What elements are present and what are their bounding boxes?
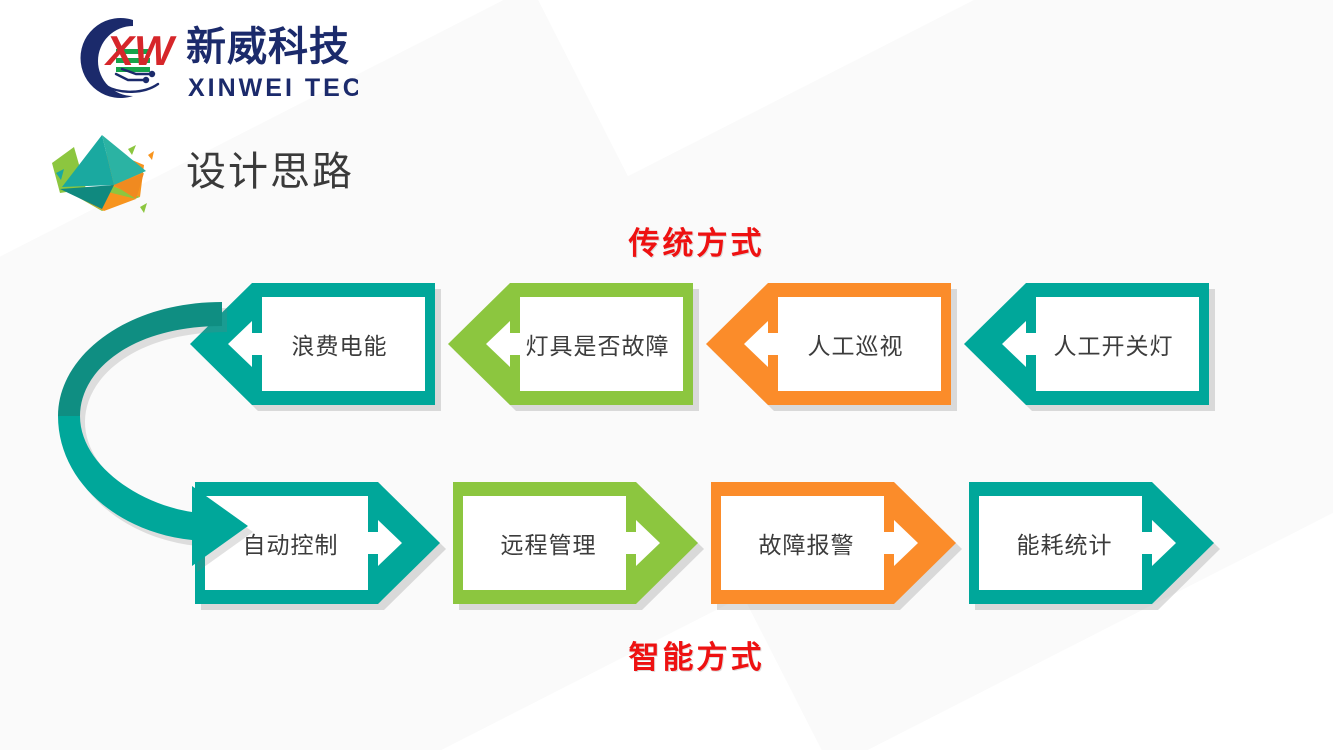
page-title-text: 设计思路 <box>186 150 354 194</box>
right-arrow-icon <box>884 520 918 566</box>
curved-loop-arrow-icon <box>58 302 292 586</box>
smart-caption: 智能方式 <box>628 640 765 675</box>
traditional-caption: 传统方式 <box>628 226 765 261</box>
company-logo: XW 新威科技 XINWEI TECH <box>58 12 358 104</box>
smart-flow-row: 自动控制 远程管理 故障报警 <box>195 482 1255 610</box>
flow-step-waste-energy[interactable]: 浪费电能 <box>190 283 441 411</box>
flow-step-manual-patrol[interactable]: 人工巡视 <box>706 283 957 411</box>
svg-text:XW: XW <box>104 27 177 74</box>
logo-brand-cn: 新威科技 <box>186 25 350 69</box>
traditional-flow-row: 浪费电能 灯具是否故障 人工巡视 <box>190 283 1250 411</box>
flow-step-remote-management[interactable]: 远程管理 <box>453 482 704 610</box>
origami-polygon-icon <box>44 127 164 217</box>
right-arrow-icon <box>368 520 402 566</box>
left-arrow-icon <box>1002 321 1036 367</box>
flow-step-fault-alarm[interactable]: 故障报警 <box>711 482 962 610</box>
page-title: 设计思路 <box>44 126 354 218</box>
left-arrow-icon <box>486 321 520 367</box>
right-arrow-icon <box>626 520 660 566</box>
left-arrow-icon <box>744 321 778 367</box>
flow-step-manual-switch[interactable]: 人工开关灯 <box>964 283 1215 411</box>
flow-step-energy-statistics[interactable]: 能耗统计 <box>969 482 1220 610</box>
left-arrow-icon <box>228 321 262 367</box>
flow-step-auto-control[interactable]: 自动控制 <box>195 482 446 610</box>
logo-brand-en: XINWEI TECH <box>188 74 358 102</box>
flow-step-lamp-fault[interactable]: 灯具是否故障 <box>448 283 699 411</box>
right-arrow-icon <box>1142 520 1176 566</box>
